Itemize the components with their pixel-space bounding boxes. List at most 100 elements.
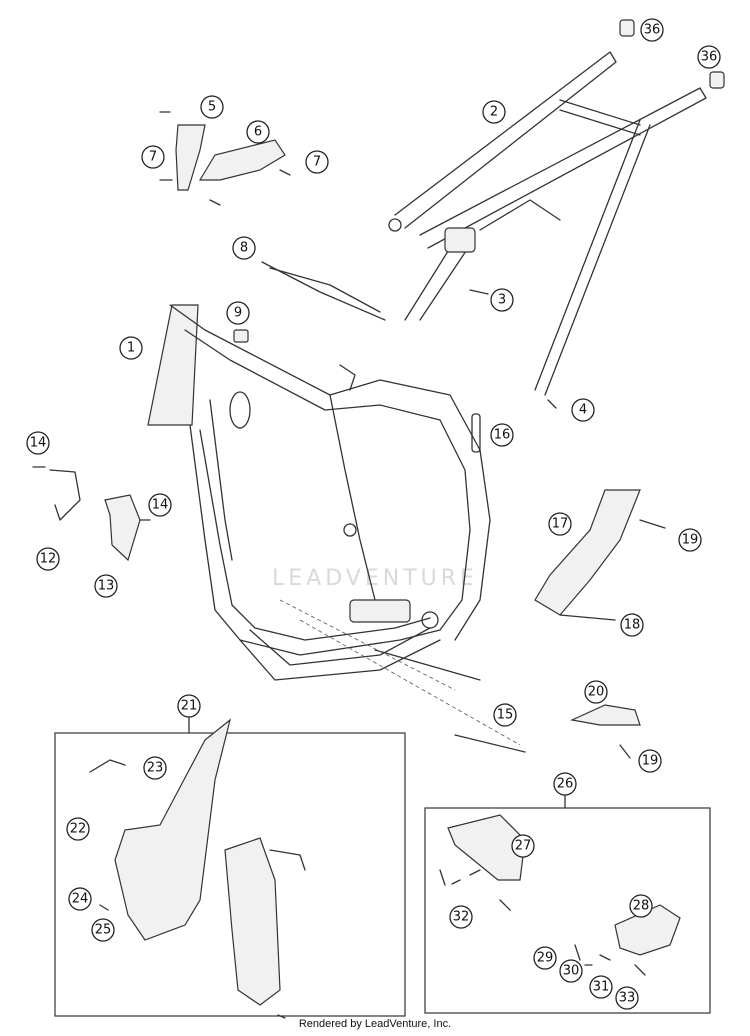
svg-text:27: 27	[515, 839, 532, 854]
svg-text:24: 24	[72, 892, 89, 907]
callout-6: 6	[246, 120, 270, 144]
callout-8: 8	[232, 236, 256, 260]
callout-30: 30	[559, 959, 583, 983]
bushing-drawing	[709, 71, 725, 89]
callout-7: 7	[305, 150, 329, 174]
bolts-drawing	[159, 111, 291, 206]
callout-25: 25	[91, 918, 115, 942]
chain-slider-drawing	[569, 704, 641, 726]
svg-text:32: 32	[453, 910, 470, 925]
svg-text:31: 31	[593, 980, 610, 995]
callout-17: 17	[548, 512, 572, 536]
svg-text:25: 25	[95, 923, 112, 938]
callout-2: 2	[482, 100, 506, 124]
callout-22: 22	[66, 817, 90, 841]
watermark-text: LEADVENTURE	[272, 566, 478, 591]
main-frame-drawing	[147, 304, 491, 681]
svg-text:6: 6	[254, 125, 262, 140]
callout-33: 33	[615, 986, 639, 1010]
svg-text:14: 14	[152, 498, 169, 513]
svg-text:12: 12	[40, 552, 57, 567]
svg-text:20: 20	[588, 685, 605, 700]
bolt-drawing	[619, 744, 631, 759]
callout-14: 14	[26, 431, 50, 455]
callout-19: 19	[638, 749, 662, 773]
footer-credit: Rendered by LeadVenture, Inc.	[298, 1018, 452, 1030]
bushing-drawing	[619, 19, 635, 37]
svg-text:14: 14	[30, 436, 47, 451]
frame-protector-kit-box	[54, 732, 406, 1017]
svg-text:29: 29	[537, 951, 554, 966]
bolt-drawing	[469, 289, 489, 295]
cable-guard-drawing	[49, 469, 81, 521]
svg-text:2: 2	[490, 105, 498, 120]
svg-text:36: 36	[644, 23, 661, 38]
svg-text:9: 9	[234, 306, 242, 321]
svg-text:33: 33	[619, 991, 636, 1006]
callout-26: 26	[553, 772, 577, 796]
chain-guide-drawing	[534, 489, 641, 616]
svg-text:36: 36	[701, 50, 718, 65]
footpeg-drawing	[439, 814, 681, 976]
svg-text:15: 15	[497, 708, 514, 723]
svg-text:23: 23	[147, 761, 164, 776]
callout-31: 31	[589, 975, 613, 999]
cable-strap-drawing	[261, 261, 386, 321]
callout-21: 21	[177, 694, 201, 718]
svg-text:30: 30	[563, 964, 580, 979]
callout-15: 15	[493, 703, 517, 727]
callout-5: 5	[200, 95, 224, 119]
svg-text:5: 5	[208, 100, 216, 115]
frame-protector-drawing	[67, 718, 306, 1019]
callout-18: 18	[620, 613, 644, 637]
svg-text:21: 21	[181, 699, 198, 714]
svg-text:22: 22	[70, 822, 87, 837]
callout-36: 36	[697, 45, 721, 69]
callout-9: 9	[226, 301, 250, 325]
engine-bracket-drawing	[198, 139, 286, 181]
callout-13: 13	[94, 574, 118, 598]
svg-text:17: 17	[552, 517, 569, 532]
long-bolts-drawing	[374, 649, 526, 753]
svg-text:28: 28	[633, 899, 650, 914]
svg-text:8: 8	[240, 241, 248, 256]
callout-23: 23	[143, 756, 167, 780]
callout-16: 16	[490, 423, 514, 447]
callout-14: 14	[148, 493, 172, 517]
bolts-drawing	[559, 519, 666, 621]
svg-text:19: 19	[682, 533, 699, 548]
callout-28: 28	[629, 894, 653, 918]
callout-29: 29	[533, 946, 557, 970]
bolt-drawing	[547, 399, 557, 409]
svg-text:16: 16	[494, 428, 511, 443]
svg-text:26: 26	[557, 777, 574, 792]
callout-7: 7	[141, 145, 165, 169]
callout-1: 1	[119, 336, 143, 360]
leader-lines	[279, 599, 521, 746]
callout-12: 12	[36, 547, 60, 571]
svg-text:18: 18	[624, 618, 641, 633]
svg-text:4: 4	[579, 403, 587, 418]
bolts-drawing	[32, 466, 151, 521]
callout-36: 36	[640, 18, 664, 42]
engine-bracket-drawing	[175, 124, 206, 191]
svg-text:3: 3	[498, 293, 506, 308]
svg-text:7: 7	[149, 150, 157, 165]
callout-3: 3	[490, 288, 514, 312]
subframe-drawing	[388, 51, 707, 396]
cable-strap-drawing	[269, 267, 381, 313]
callout-20: 20	[584, 680, 608, 704]
clip-drawing	[233, 329, 249, 343]
footrest-kit-box	[424, 807, 711, 1014]
callout-24: 24	[68, 887, 92, 911]
svg-text:19: 19	[642, 754, 659, 769]
strap-drawing	[471, 413, 481, 453]
callout-32: 32	[449, 905, 473, 929]
callout-4: 4	[571, 398, 595, 422]
callout-27: 27	[511, 834, 535, 858]
svg-text:1: 1	[127, 341, 135, 356]
cable-guard-drawing	[104, 494, 141, 562]
svg-text:7: 7	[313, 155, 321, 170]
svg-text:13: 13	[98, 579, 115, 594]
